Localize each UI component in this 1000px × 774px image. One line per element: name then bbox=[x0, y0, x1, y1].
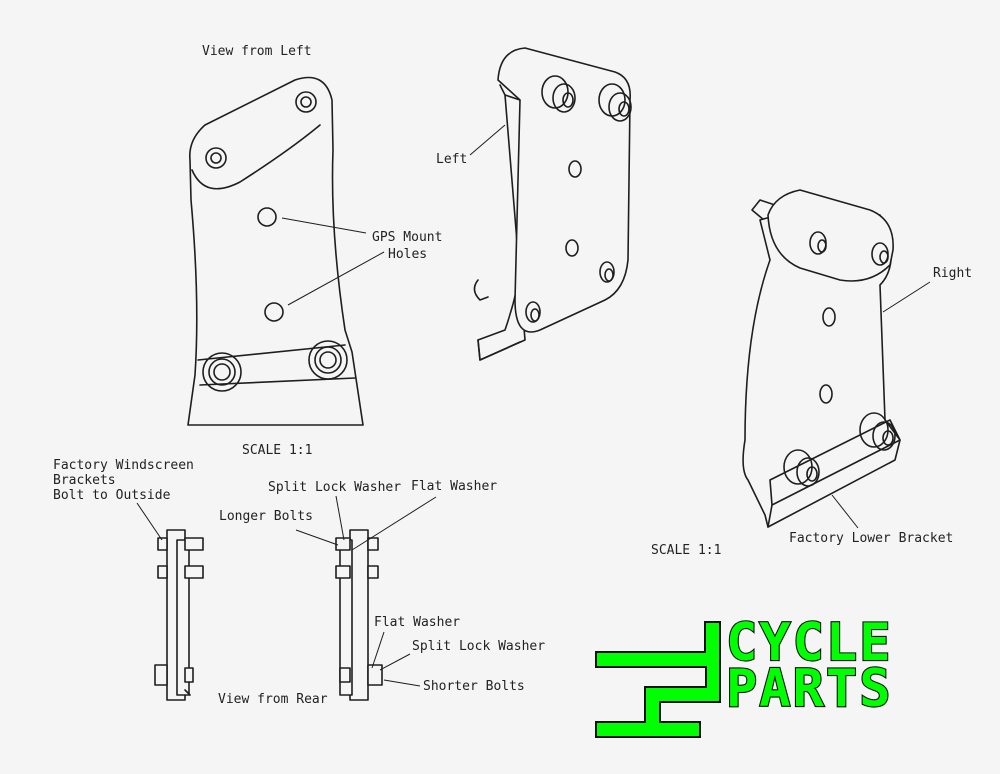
flat-washer-label-top: Flat Washer bbox=[411, 479, 497, 494]
gps-mount-label: GPS Mount bbox=[372, 230, 442, 245]
logo-line-2: PARTS bbox=[726, 659, 893, 719]
left-label: Left bbox=[436, 152, 467, 167]
gps-holes-label: Holes bbox=[388, 247, 427, 262]
logo-line-1: CYCLE bbox=[726, 613, 893, 673]
left-bracket-iso-view bbox=[473, 47, 632, 361]
flat-washer-label-bottom: Flat Washer bbox=[374, 615, 460, 630]
factory-lower-bracket-label: Factory Lower Bracket bbox=[789, 531, 953, 546]
scale-label-left: SCALE 1:1 bbox=[242, 443, 312, 458]
left-bracket-flat-view bbox=[187, 76, 364, 426]
view-from-rear-label: View from Rear bbox=[218, 692, 328, 707]
longer-bolts-label: Longer Bolts bbox=[219, 509, 313, 524]
windscreen-label-3: Bolt to Outside bbox=[53, 488, 171, 503]
shorter-bolts-label: Shorter Bolts bbox=[423, 679, 525, 694]
split-lock-washer-label-top: Split Lock Washer bbox=[268, 480, 401, 495]
right-bracket-iso-view bbox=[742, 189, 901, 528]
cycle-parts-logo: CYCLE PARTS bbox=[595, 612, 893, 738]
windscreen-label-1: Factory Windscreen bbox=[53, 458, 194, 473]
right-label: Right bbox=[933, 266, 972, 281]
rear-view-outer bbox=[154, 529, 204, 701]
windscreen-label-2: Brackets bbox=[53, 473, 116, 488]
split-lock-washer-label-bottom: Split Lock Washer bbox=[412, 639, 545, 654]
rear-view-inner bbox=[335, 529, 383, 701]
view-from-left-label: View from Left bbox=[202, 44, 312, 59]
scale-label-right: SCALE 1:1 bbox=[651, 543, 721, 558]
